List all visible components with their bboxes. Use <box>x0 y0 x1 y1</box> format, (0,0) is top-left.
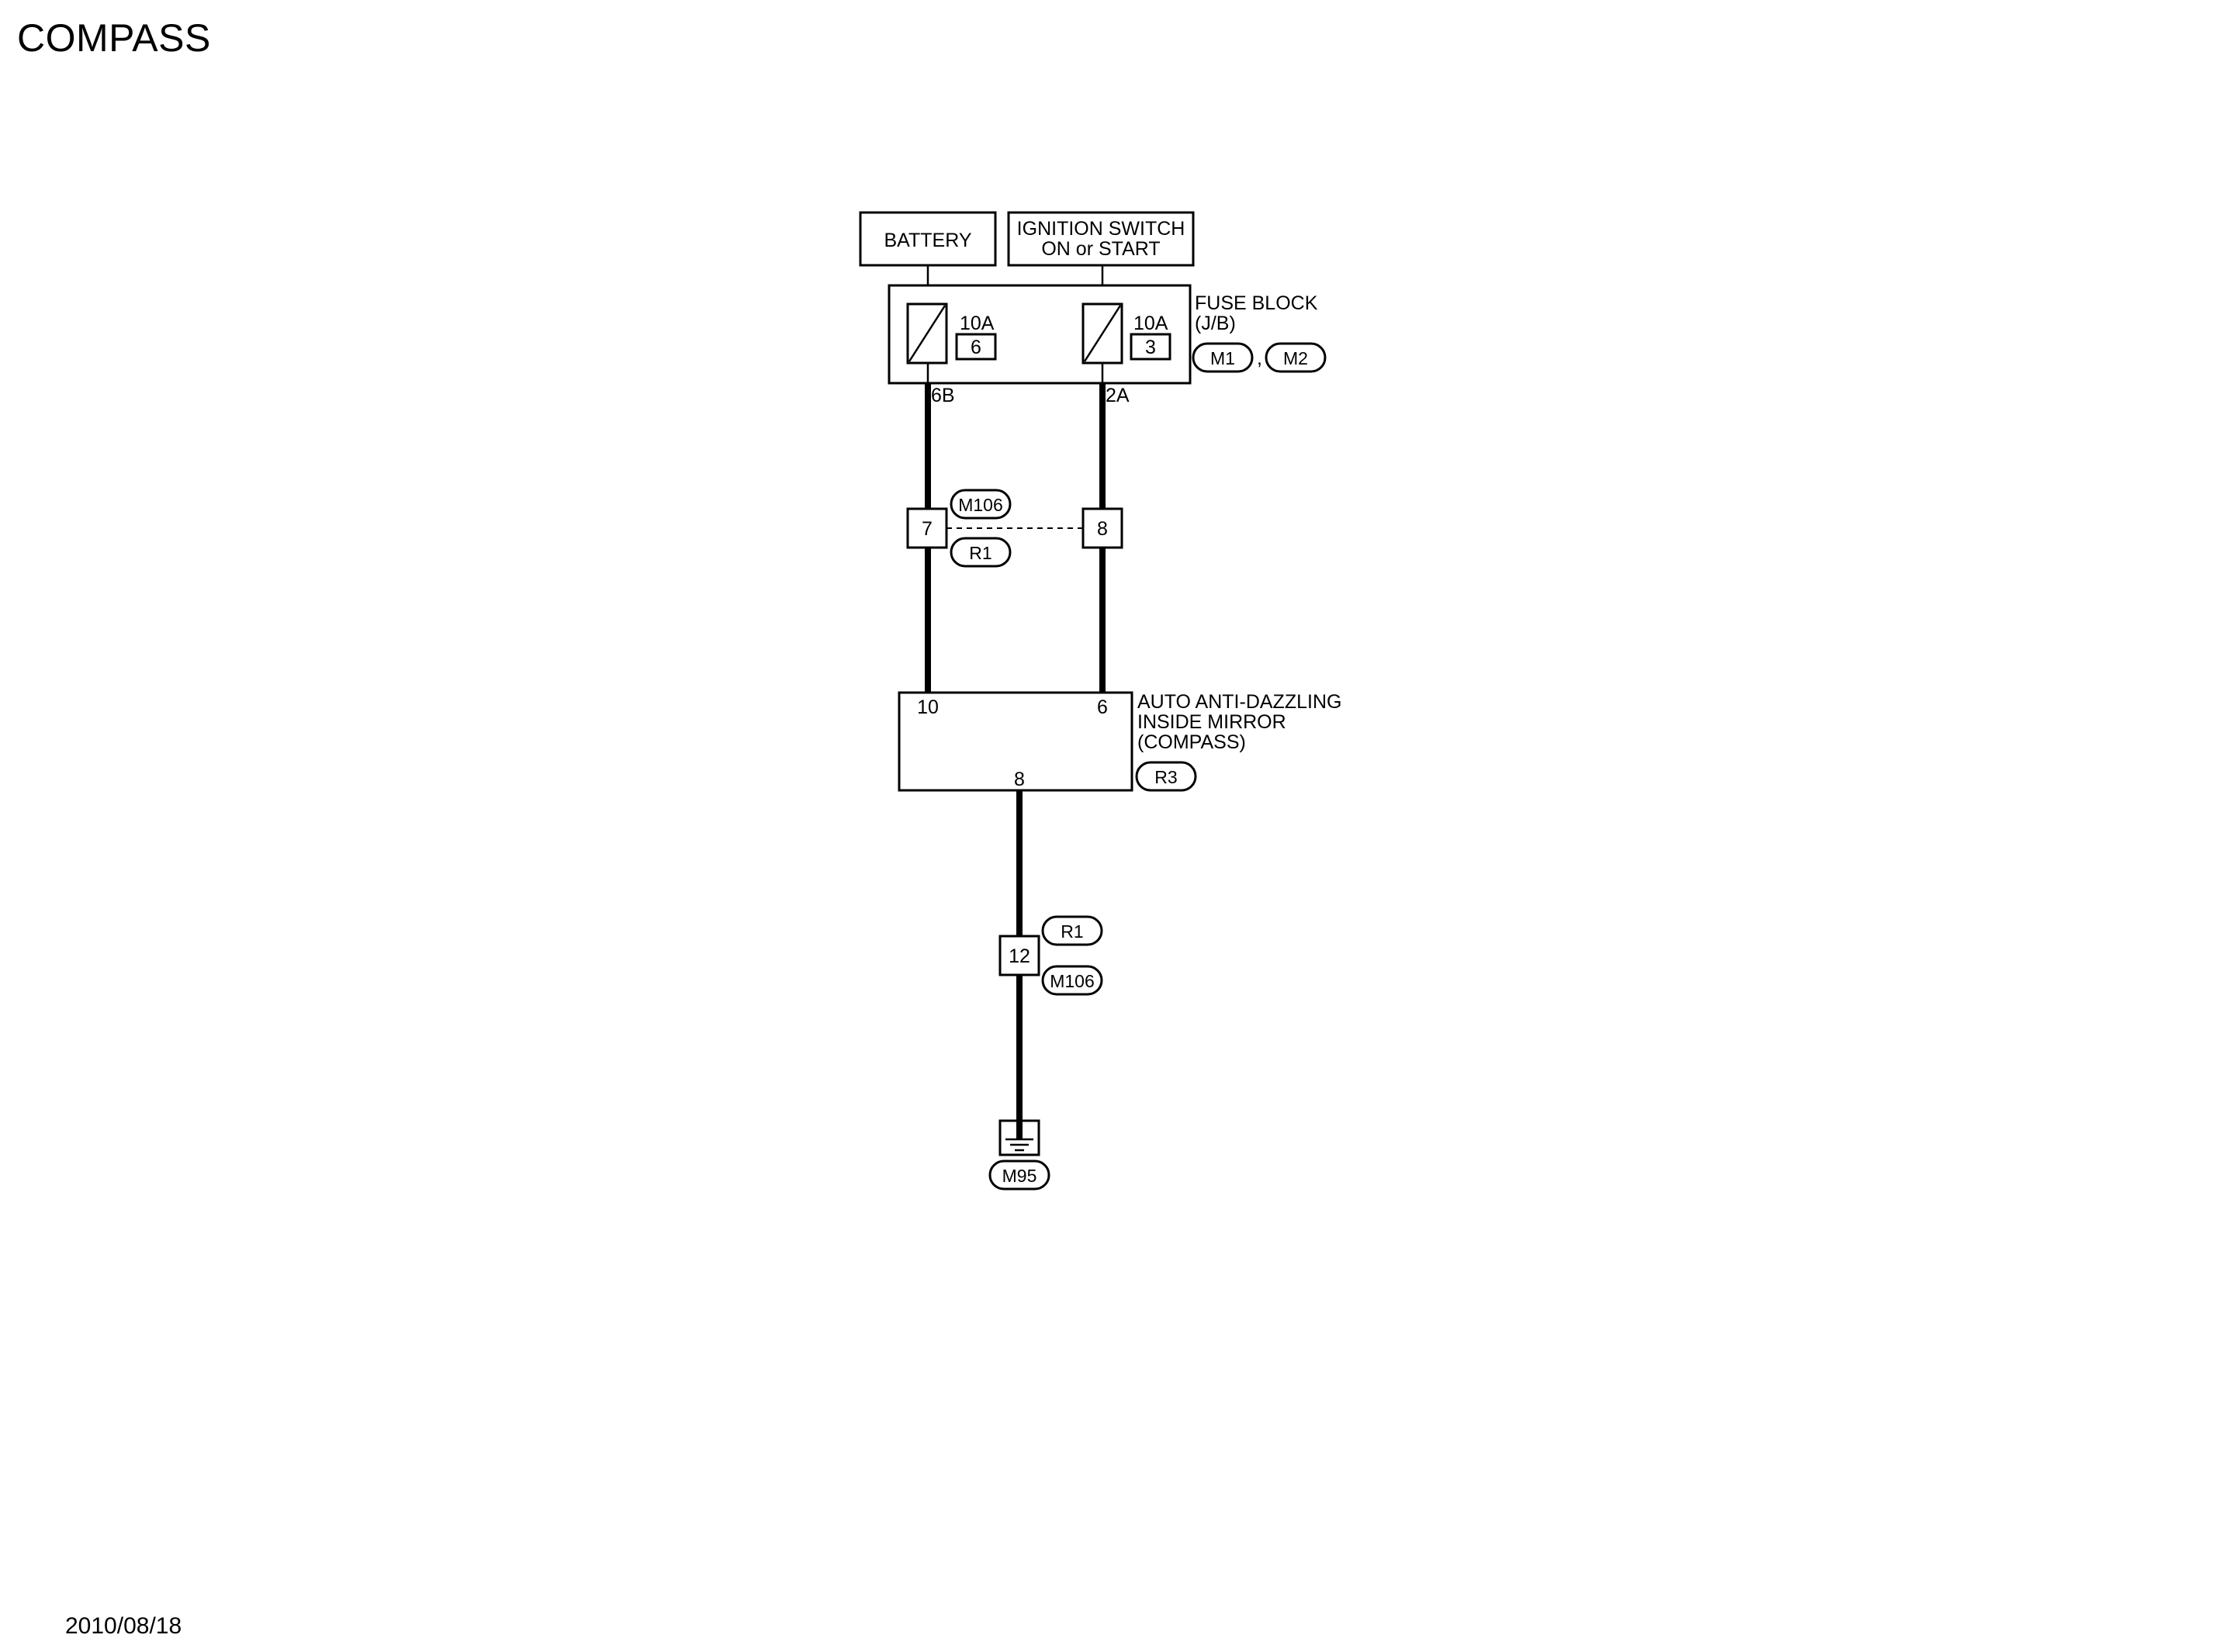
connector-badge-m2: M2 <box>1265 342 1327 373</box>
connector-separator: , <box>1257 347 1262 369</box>
page-title: COMPASS <box>17 16 211 60</box>
fuse-3: 10A 3 <box>1081 302 1171 365</box>
fuse-3-rating: 10A <box>1133 313 1168 334</box>
fuse-6-rating: 10A <box>960 313 995 334</box>
connector-badge-r1-bottom: R1 <box>1041 915 1103 946</box>
fuse-block-sublabel: (J/B) <box>1195 313 1236 334</box>
mirror-label: AUTO ANTI-DAZZLING <box>1137 691 1341 713</box>
svg-text:M106: M106 <box>958 495 1003 515</box>
mirror-label-line3: (COMPASS) <box>1137 731 1246 753</box>
mirror-label-line2: INSIDE MIRROR <box>1137 711 1286 733</box>
page-date: 2010/08/18 <box>65 1613 182 1639</box>
mirror-pin-10: 10 <box>917 696 939 718</box>
battery-label: BATTERY <box>884 230 972 251</box>
fuse-block: 10A 6 10A 3 <box>888 284 1192 385</box>
connector-badge-m106-top: M106 <box>950 489 1012 520</box>
ground-icon <box>998 1119 1040 1156</box>
fuse-6: 10A 6 <box>906 302 997 365</box>
ignition-switch-mode-label: ON or START <box>1041 238 1160 260</box>
terminal-6b: 6B <box>931 385 955 406</box>
connector-badge-m95: M95 <box>988 1160 1050 1191</box>
svg-text:R1: R1 <box>1061 921 1083 942</box>
svg-text:M95: M95 <box>1002 1166 1037 1186</box>
fuse-3-number: 3 <box>1145 337 1156 358</box>
auto-anti-dazzling-mirror: 10 6 8 <box>898 691 1133 792</box>
terminal-2a: 2A <box>1106 385 1130 406</box>
svg-text:M106: M106 <box>1050 971 1095 991</box>
connector-badge-r1-top: R1 <box>950 537 1012 568</box>
mirror-pin-6: 6 <box>1097 696 1108 718</box>
mirror-pin-8: 8 <box>1014 769 1025 790</box>
ignition-switch-label: IGNITION SWITCH <box>1017 218 1185 240</box>
ignition-switch-box: IGNITION SWITCH ON or START <box>1007 211 1195 267</box>
battery-box: BATTERY <box>859 211 997 267</box>
connector-badge-m1: M1 <box>1192 342 1254 373</box>
connector-badge-r3: R3 <box>1135 761 1197 792</box>
svg-text:R3: R3 <box>1154 767 1177 787</box>
fuse-block-label: FUSE BLOCK <box>1195 292 1318 314</box>
svg-text:12: 12 <box>1009 945 1030 967</box>
svg-text:7: 7 <box>922 518 933 540</box>
connector-badge-m106-bottom: M106 <box>1041 965 1103 996</box>
joint-connector-pin-8: 8 <box>1081 507 1123 549</box>
fuse-6-number: 6 <box>971 337 981 358</box>
joint-connector-pin-7: 7 <box>906 507 948 549</box>
ground-joint-pin-12: 12 <box>998 935 1040 976</box>
svg-text:M1: M1 <box>1210 348 1235 368</box>
svg-text:R1: R1 <box>969 543 991 563</box>
svg-text:8: 8 <box>1097 518 1108 540</box>
svg-text:M2: M2 <box>1283 348 1308 368</box>
